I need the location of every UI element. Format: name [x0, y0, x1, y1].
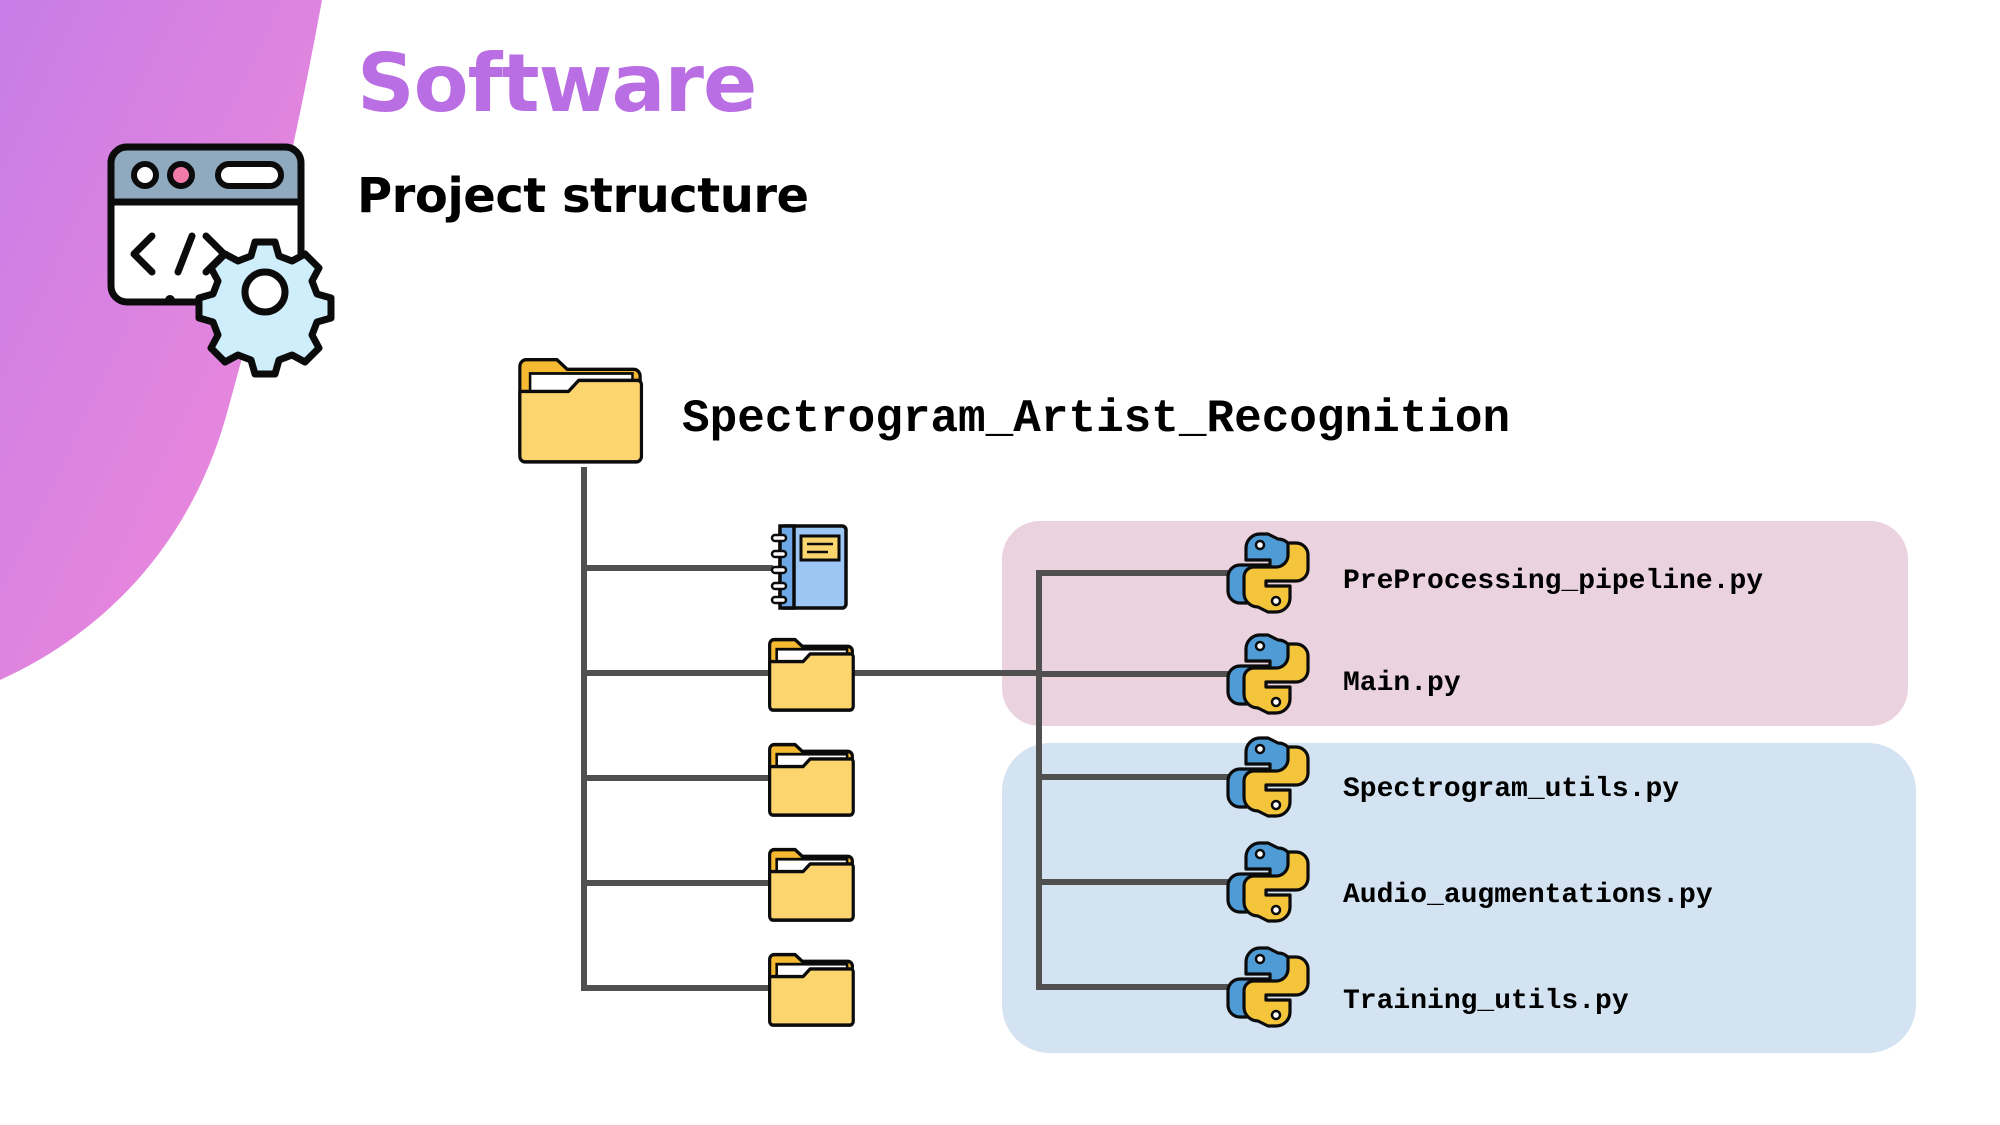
root-folder-icon	[518, 357, 644, 464]
slide-subtitle: Project structure	[357, 168, 809, 224]
file-label: Spectrogram_utils.py	[1343, 774, 1680, 805]
tree-connectors	[581, 467, 1228, 991]
folder-icon	[768, 742, 855, 817]
file-label: Main.py	[1343, 668, 1461, 699]
slide-title: Software	[357, 37, 757, 130]
folder-icon	[768, 952, 855, 1027]
python-icon	[1226, 946, 1310, 1028]
python-icon	[1226, 532, 1310, 614]
notebook-icon	[770, 524, 848, 610]
tree-nodes	[518, 357, 1310, 1028]
file-label: PreProcessing_pipeline.py	[1343, 566, 1764, 597]
folder-icon	[768, 637, 855, 712]
python-icon	[1226, 736, 1310, 818]
python-icon	[1226, 841, 1310, 923]
python-icon	[1226, 633, 1310, 715]
code-settings-icon	[107, 143, 335, 378]
group-panel-blue	[1002, 743, 1916, 1053]
folder-icon	[768, 847, 855, 922]
file-label: Training_utils.py	[1343, 986, 1629, 1017]
file-label: Audio_augmentations.py	[1343, 880, 1713, 911]
root-folder-label: Spectrogram_Artist_Recognition	[682, 393, 1511, 445]
